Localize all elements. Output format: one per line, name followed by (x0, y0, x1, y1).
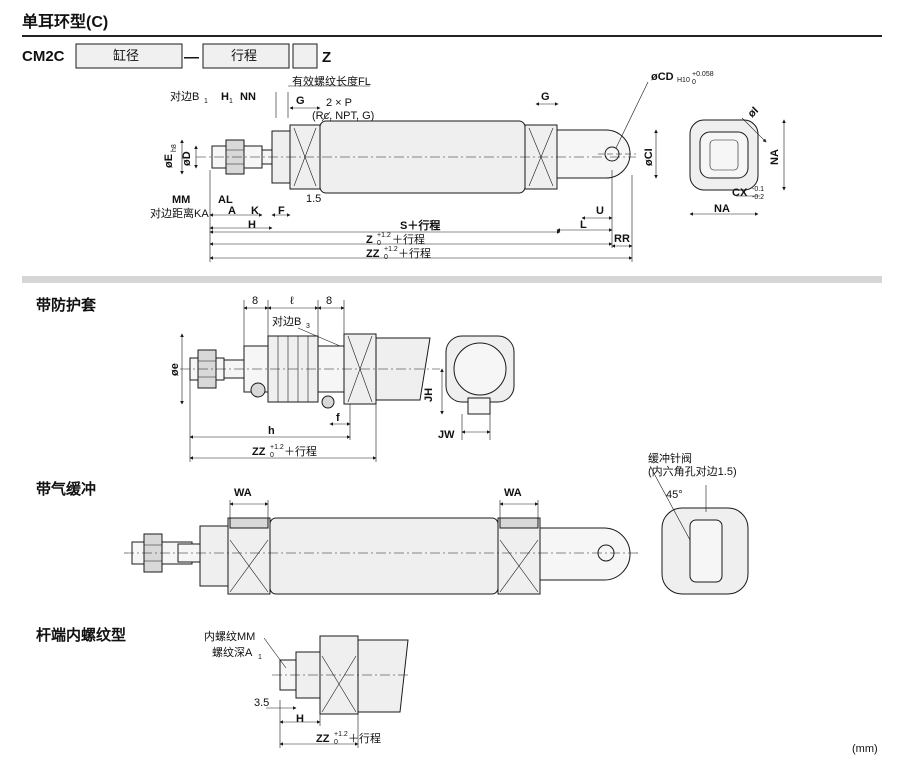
h-label: H (248, 219, 256, 231)
fifteen-label: 1.5 (306, 193, 321, 205)
unit-label: (mm) (852, 743, 878, 755)
u-label: U (596, 205, 604, 217)
female-zz-tol-lo: 0 (334, 739, 338, 746)
female-section-title: 杆端内螺纹型 (36, 626, 126, 644)
female-a1: 螺纹深A (212, 645, 253, 659)
nn-label: NN (240, 91, 256, 103)
section-divider (22, 276, 882, 283)
boot-zz: ZZ (252, 446, 266, 458)
d-label: øD (181, 151, 193, 166)
boot-8b: 8 (326, 295, 332, 307)
main-labels: 对边B 1 H 1 NN G 有效螺纹长度FL 2 × P (Rc, NPT, … (150, 71, 781, 261)
l-label: L (580, 219, 587, 231)
zz-label: ZZ (366, 248, 380, 260)
p-types: (Rc, NPT, G) (312, 110, 374, 122)
p-label: 2 × P (326, 97, 352, 109)
rr-label: RR (614, 233, 630, 245)
boot-f: f (336, 412, 340, 424)
h1-sub: 1 (229, 98, 233, 105)
cushion-valve-note: (内六角孔对边1.5) (648, 464, 737, 478)
cd-tol: H10 (677, 77, 690, 84)
cx-tol-lo: -0.2 (752, 194, 764, 201)
cd-tol-lo: 0 (692, 79, 696, 86)
bore-field: 缸径 (113, 48, 139, 63)
na-label-v: NA (769, 149, 781, 165)
boot-zz-tol-lo: 0 (270, 452, 274, 459)
s-label: S＋行程 (400, 218, 440, 232)
order-dash: — (184, 49, 199, 66)
female-zz: ZZ (316, 733, 330, 745)
boot-h: h (268, 425, 275, 437)
boot-b3: 对边B (272, 314, 301, 328)
main-view (180, 81, 786, 262)
female-h: H (296, 713, 304, 725)
cd-tol-up: +0.058 (692, 71, 714, 78)
e-tol: h8 (171, 144, 178, 152)
female-zz-tol-up: +1.2 (334, 731, 348, 738)
boot-e: øe (169, 363, 181, 376)
b1-sub: 1 (204, 98, 208, 105)
zz-suffix: ＋行程 (398, 247, 431, 260)
z-suffix: ＋行程 (392, 233, 425, 246)
boot-labels: 8 ℓ 8 对边B 3 øe f h ZZ +1.2 0 ＋行程 JH JW (169, 295, 455, 459)
cushion-labels: WA WA 缓冲针阀 (内六角孔对边1.5) 45° (234, 451, 737, 501)
female-35: 3.5 (254, 697, 269, 709)
female-mm: 内螺纹MM (204, 629, 255, 643)
cx-label: CX (732, 187, 748, 199)
female-a1-sub: 1 (258, 654, 262, 661)
cushion-angle: 45° (666, 489, 683, 501)
order-code: CM2C 缸径 — 行程 Z (22, 43, 331, 69)
cushion-wa-right: WA (504, 487, 522, 499)
b1-label: 对边B (170, 89, 199, 103)
page-title: 单耳环型(C) (22, 12, 108, 31)
na-label-h: NA (714, 203, 730, 215)
k-label: K (251, 205, 259, 217)
boot-8a: 8 (252, 295, 258, 307)
zz-tol-up: +1.2 (384, 246, 398, 253)
model-code: CM2C (22, 48, 65, 65)
g-label-left: G (296, 95, 305, 107)
cushion-wa-left: WA (234, 487, 252, 499)
ka-label: 对边距离KA (150, 206, 209, 220)
boot-view (180, 300, 515, 462)
suffix-z: Z (322, 49, 331, 66)
boot-jh: JH (423, 388, 435, 402)
boot-b3-sub: 3 (306, 323, 310, 330)
z-tol-lo: 0 (377, 240, 381, 247)
fl-label: 有效螺纹长度FL (292, 74, 371, 88)
cx-tol-up: -0.1 (752, 186, 764, 193)
female-zz-suffix: ＋行程 (348, 732, 381, 745)
i-label: øI (746, 105, 761, 120)
boot-jw: JW (438, 429, 455, 441)
mm-label: MM (172, 194, 190, 206)
boot-zz-tol-up: +1.2 (270, 444, 284, 451)
cd-label: øCD (651, 71, 674, 83)
boot-ell: ℓ (290, 295, 294, 307)
g-label-right: G (541, 91, 550, 103)
cushion-section-title: 带气缓冲 (36, 480, 96, 498)
stroke-field: 行程 (231, 48, 257, 63)
z-tol-up: +1.2 (377, 232, 391, 239)
a-label: A (228, 205, 236, 217)
h1-label: H (221, 91, 229, 103)
female-labels: 内螺纹MM 螺纹深A 1 3.5 H ZZ +1.2 0 ＋行程 (204, 629, 381, 746)
boot-section-title: 带防护套 (36, 296, 97, 314)
al-label: AL (218, 194, 233, 206)
e-label: øE (163, 154, 175, 168)
zz-tol-lo: 0 (384, 254, 388, 261)
cushion-valve: 缓冲针阀 (648, 451, 692, 465)
z-label: Z (366, 234, 373, 246)
f-label: F (278, 205, 285, 217)
boot-zz-suffix: ＋行程 (284, 445, 317, 458)
cushion-view (124, 465, 749, 595)
ci-label: øCI (643, 148, 655, 166)
female-view (263, 635, 410, 748)
